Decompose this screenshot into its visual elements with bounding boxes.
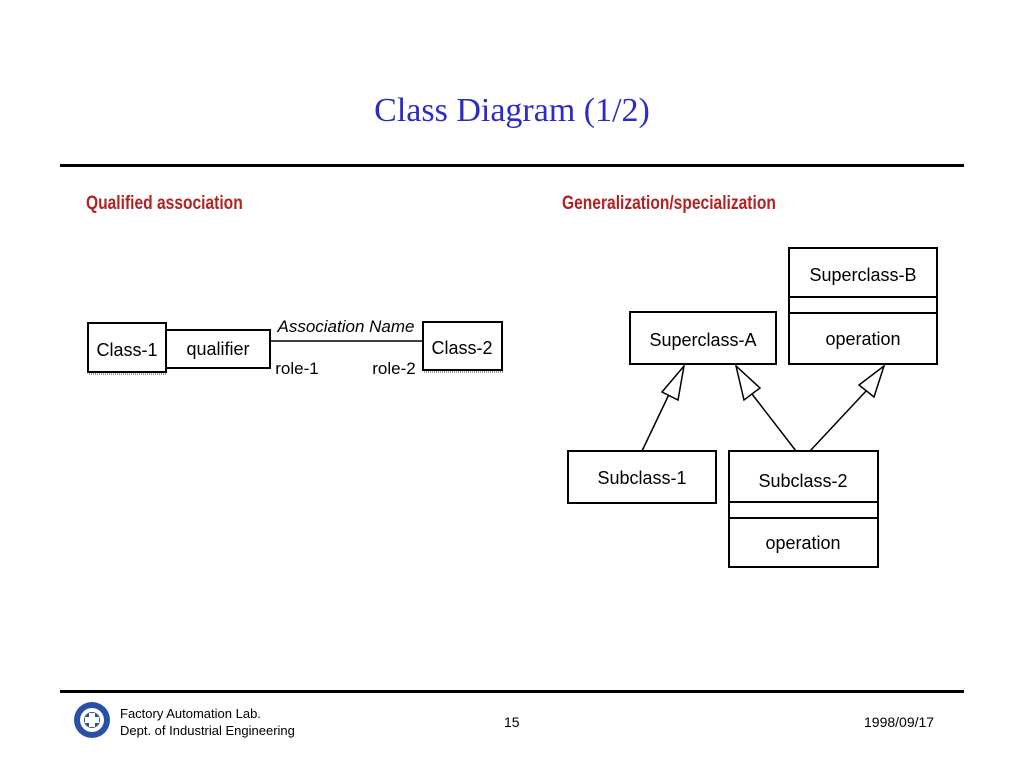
inheritance-arrowhead <box>857 363 886 399</box>
qualifier-label: qualifier <box>186 339 249 359</box>
university-logo <box>74 702 110 738</box>
superclass-a-box <box>629 311 777 365</box>
role-2-label: role-2 <box>372 359 415 378</box>
superclass-b-operation: operation <box>825 329 900 349</box>
role-1-label: role-1 <box>275 359 318 378</box>
subclass-2-to-superclass-b-link <box>809 389 868 452</box>
page-number: 15 <box>504 714 520 730</box>
qualified-association-diagram: Class-1 qualifier Association Name role-… <box>87 317 503 378</box>
superclass-b-label: Superclass-B <box>809 265 916 285</box>
qualified-association-heading: Qualified association <box>86 193 243 214</box>
bottom-divider <box>60 690 964 693</box>
association-name-label: Association Name <box>276 317 414 336</box>
subclass-1-box <box>567 450 717 504</box>
subclass-2-operation: operation <box>765 533 840 553</box>
class-2-box <box>422 321 503 371</box>
subclass-2-box <box>728 450 879 568</box>
subclass-2-to-superclass-a-link <box>751 393 797 452</box>
generalization-heading: Generalization/specialization <box>562 193 776 214</box>
footer-date: 1998/09/17 <box>864 714 935 730</box>
subclass-1-label: Subclass-1 <box>597 468 686 488</box>
inheritance-arrowhead <box>660 363 686 402</box>
footer-lab-info: Factory Automation Lab. Dept. of Industr… <box>120 705 295 739</box>
top-divider <box>60 164 964 167</box>
subclass-2-label: Subclass-2 <box>758 471 847 491</box>
superclass-b-box <box>788 247 938 365</box>
generalization-diagram: Superclass-A Superclass-B operation Subc… <box>567 247 938 568</box>
qualifier-box <box>165 329 271 369</box>
class-1-label: Class-1 <box>96 340 157 360</box>
subclass-1-to-superclass-a-link <box>641 385 674 452</box>
slide-title: Class Diagram (1/2) <box>374 92 650 129</box>
class-2-label: Class-2 <box>431 338 492 358</box>
footer-department: Dept. of Industrial Engineering <box>120 723 295 738</box>
superclass-a-label: Superclass-A <box>649 330 756 350</box>
inheritance-arrowhead <box>734 363 762 402</box>
footer-lab-name: Factory Automation Lab. <box>120 706 261 721</box>
